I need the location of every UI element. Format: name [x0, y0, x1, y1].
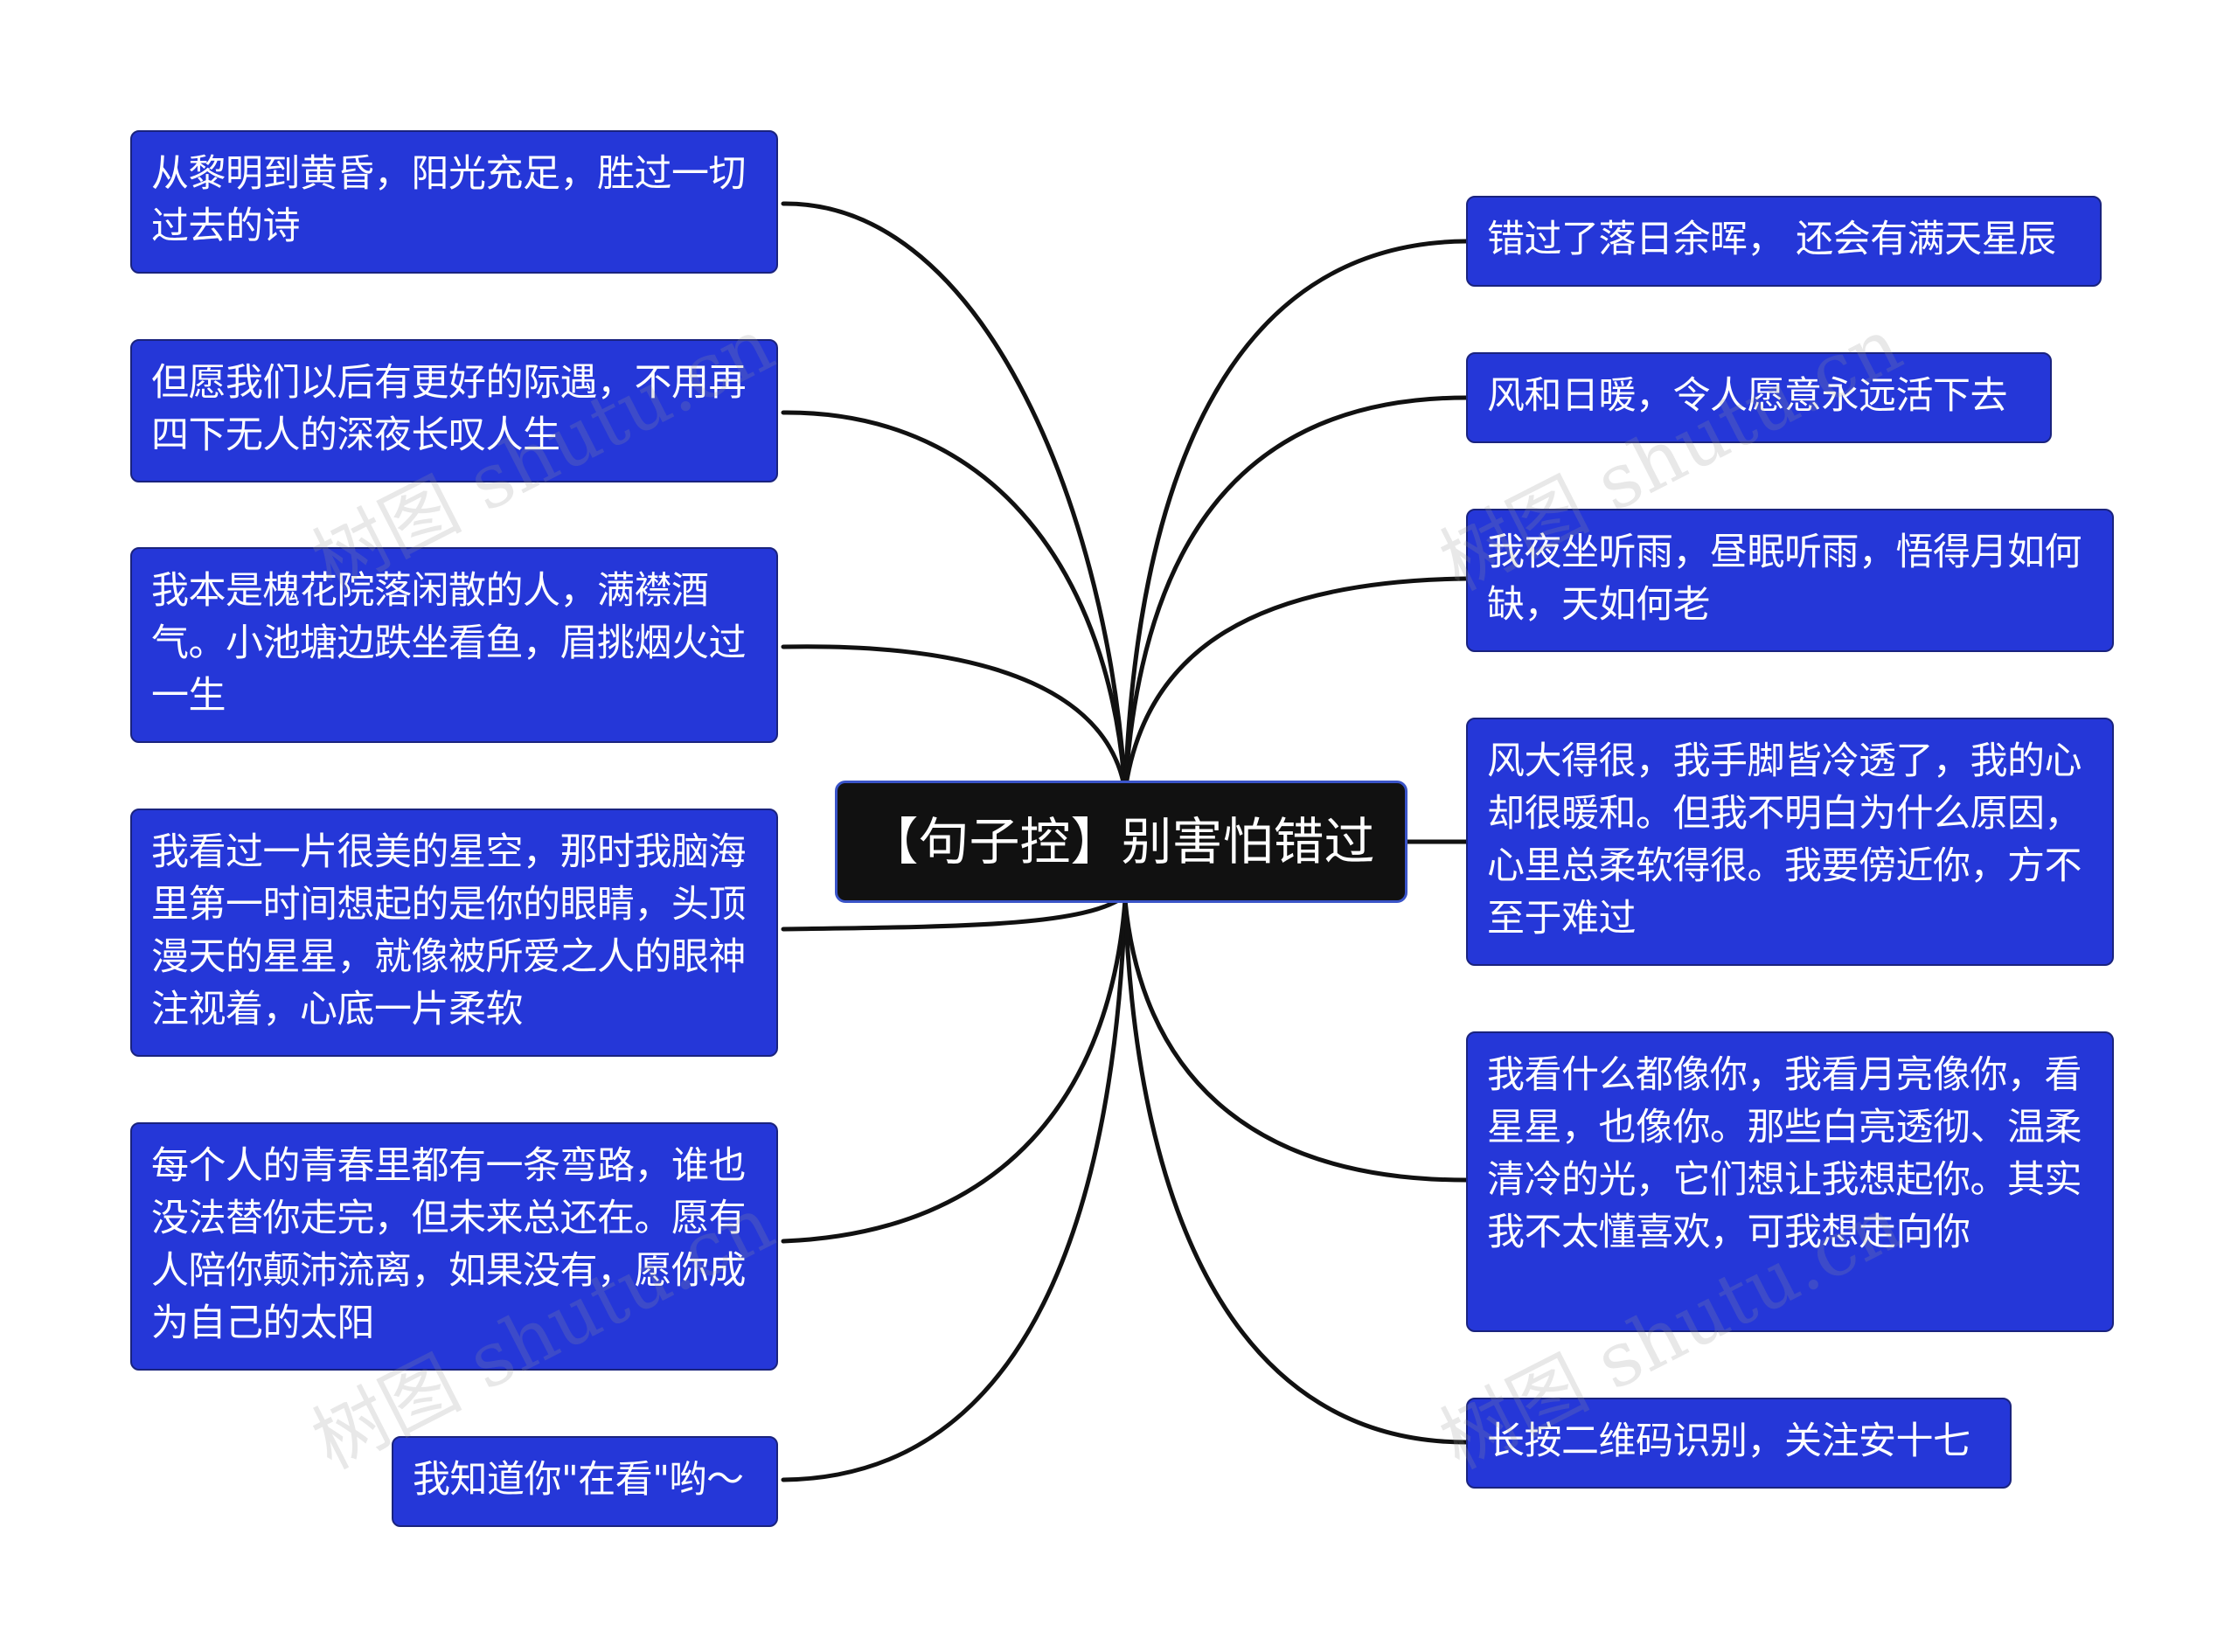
- right-node-1[interactable]: 错过了落日余晖， 还会有满天星辰: [1466, 196, 2102, 287]
- connector-right-2: [1122, 395, 1469, 794]
- right-node-2[interactable]: 风和日暖，令人愿意永远活下去: [1466, 352, 2052, 443]
- right-node-3[interactable]: 我夜坐听雨，昼眠听雨，悟得月如何缺，天如何老: [1466, 509, 2114, 652]
- left-node-2[interactable]: 但愿我们以后有更好的际遇，不用再四下无人的深夜长叹人生: [130, 339, 778, 482]
- right-node-5[interactable]: 我看什么都像你，我看月亮像你，看星星，也像你。那些白亮透彻、温柔清冷的光，它们想…: [1466, 1031, 2114, 1332]
- connector-left-3: [781, 644, 1128, 794]
- left-node-6[interactable]: 我知道你"在看"哟～: [392, 1436, 778, 1527]
- connector-left-6: [781, 898, 1128, 1482]
- left-node-4[interactable]: 我看过一片很美的星空，那时我脑海里第一时间想起的是你的眼睛，头顶漫天的星星，就像…: [130, 809, 778, 1057]
- connector-right-5: [1122, 898, 1469, 1183]
- left-node-3[interactable]: 我本是槐花院落闲散的人，满襟酒气。小池塘边跌坐看鱼，眉挑烟火过一生: [130, 547, 778, 743]
- left-node-1[interactable]: 从黎明到黄昏，阳光充足，胜过一切过去的诗: [130, 130, 778, 274]
- connector-right-6: [1122, 898, 1469, 1445]
- connector-left-4: [781, 893, 1128, 932]
- connector-right-3: [1122, 576, 1469, 794]
- left-node-5[interactable]: 每个人的青春里都有一条弯路，谁也没法替你走完，但未来总还在。愿有人陪你颠沛流离，…: [130, 1122, 778, 1371]
- right-node-4[interactable]: 风大得很，我手脚皆冷透了，我的心却很暖和。但我不明白为什么原因，心里总柔软得很。…: [1466, 718, 2114, 966]
- central-topic[interactable]: 【句子控】别害怕错过: [835, 781, 1407, 903]
- connector-left-5: [781, 898, 1128, 1244]
- connector-left-2: [781, 410, 1128, 794]
- right-node-6[interactable]: 长按二维码识别，关注安十七: [1466, 1398, 2012, 1489]
- connector-left-1: [781, 201, 1128, 794]
- connector-right-1: [1122, 239, 1469, 794]
